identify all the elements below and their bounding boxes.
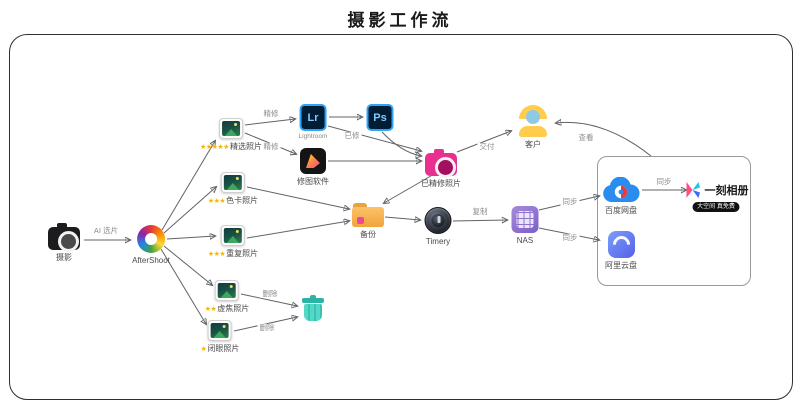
aliyun-icon — [607, 231, 635, 258]
star-rating: ★★★ — [207, 251, 226, 258]
photo-thumb-icon — [220, 225, 245, 246]
edge-label-sync-yike: 同步 — [654, 176, 674, 187]
edge-label-delete-blurry: 删除 — [260, 288, 280, 299]
node-label: 精选照片 — [229, 142, 262, 151]
node-label: Lightroom — [298, 133, 328, 140]
node-shoot[interactable]: 摄影 — [48, 222, 80, 263]
node-label: 虚焦照片 — [217, 304, 250, 313]
node-label: 客户 — [525, 140, 541, 149]
photo-thumb-icon — [215, 280, 239, 301]
node-trash[interactable] — [302, 295, 324, 322]
edge-label-delete-closed: 删除 — [257, 322, 277, 333]
node-label: 备份 — [360, 230, 376, 239]
node-label: 一刻相册 — [704, 185, 749, 197]
node-label: 修图软件 — [297, 177, 329, 186]
photo-thumb-icon — [208, 320, 232, 341]
star-rating: ★★ — [204, 306, 217, 313]
node-aftershoot[interactable]: AfterShoot — [132, 225, 170, 266]
edge-label-retouch-app: 精修 — [261, 141, 281, 152]
camera-icon — [48, 223, 80, 252]
node-label: 已精修照片 — [421, 179, 461, 188]
nas-icon — [511, 206, 539, 233]
retouched-camera-icon — [425, 149, 457, 178]
node-timery[interactable]: Timery — [424, 207, 452, 247]
node-label: 阿里云盘 — [605, 261, 637, 270]
node-closed-eyes[interactable]: ★闭眼照片 — [200, 320, 240, 354]
node-backup[interactable]: 备份 — [352, 203, 384, 240]
folder-icon — [352, 203, 384, 227]
node-duplicates[interactable]: ★★★重复照片 — [208, 225, 258, 259]
node-nas[interactable]: NAS — [511, 206, 539, 246]
edge-label-copy: 复制 — [470, 206, 490, 217]
aftershoot-icon — [137, 225, 165, 253]
node-baidu-pan[interactable]: 百度网盘 — [602, 177, 640, 216]
node-label: 闭眼照片 — [207, 344, 240, 353]
node-photoshop[interactable]: Ps — [366, 104, 394, 131]
node-customer[interactable]: 客户 — [515, 105, 551, 150]
node-yike-album[interactable]: 一刻相册 大空间 真免费 — [684, 181, 749, 212]
node-lightroom[interactable]: Lr Lightroom — [298, 104, 328, 140]
node-label: 百度网盘 — [605, 206, 637, 215]
cloud-group-box[interactable] — [597, 156, 751, 286]
customer-icon — [515, 105, 551, 137]
node-label: 重复照片 — [226, 249, 259, 258]
node-picks[interactable]: ★★★★★精选照片 — [200, 118, 262, 152]
edge-label-retouch-lr: 精修 — [261, 108, 281, 119]
photo-thumb-icon — [220, 172, 245, 193]
photo-thumb-icon — [218, 118, 243, 139]
photoshop-icon: Ps — [366, 104, 394, 131]
edge-label-ai-select: AI 选片 — [91, 225, 121, 236]
retouch-app-icon — [300, 148, 326, 174]
node-retouch-app[interactable]: 修图软件 — [297, 148, 329, 187]
yike-logo-icon — [686, 182, 700, 198]
node-aliyun-drive[interactable]: 阿里云盘 — [605, 231, 637, 271]
node-colorcard[interactable]: ★★★色卡照片 — [208, 172, 258, 206]
star-rating: ★★★★★ — [200, 144, 229, 151]
node-label: AfterShoot — [132, 256, 170, 265]
star-rating: ★ — [200, 346, 207, 353]
node-blurry[interactable]: ★★虚焦照片 — [204, 280, 250, 314]
trash-icon — [302, 295, 324, 322]
node-label: 摄影 — [56, 253, 72, 262]
lightroom-icon: Lr — [299, 104, 327, 131]
node-retouched[interactable]: 已精修照片 — [421, 148, 461, 189]
node-label: Timery — [425, 237, 451, 246]
baidu-cloud-icon — [603, 177, 640, 202]
edge-label-sync-baidu: 同步 — [560, 196, 580, 207]
edge-label-retouched-done: 已修 — [342, 130, 362, 141]
star-rating: ★★★ — [207, 198, 226, 205]
edge-label-view: 查看 — [576, 132, 596, 143]
node-label: NAS — [516, 236, 534, 245]
diagram-title: 摄影工作流 — [347, 11, 453, 31]
edge-label-deliver: 交付 — [477, 141, 497, 152]
edge-label-sync-aliyun: 同步 — [560, 232, 580, 243]
node-label: 色卡照片 — [226, 196, 259, 205]
yike-slogan-badge: 大空间 真免费 — [692, 202, 740, 212]
timery-icon — [424, 207, 452, 234]
